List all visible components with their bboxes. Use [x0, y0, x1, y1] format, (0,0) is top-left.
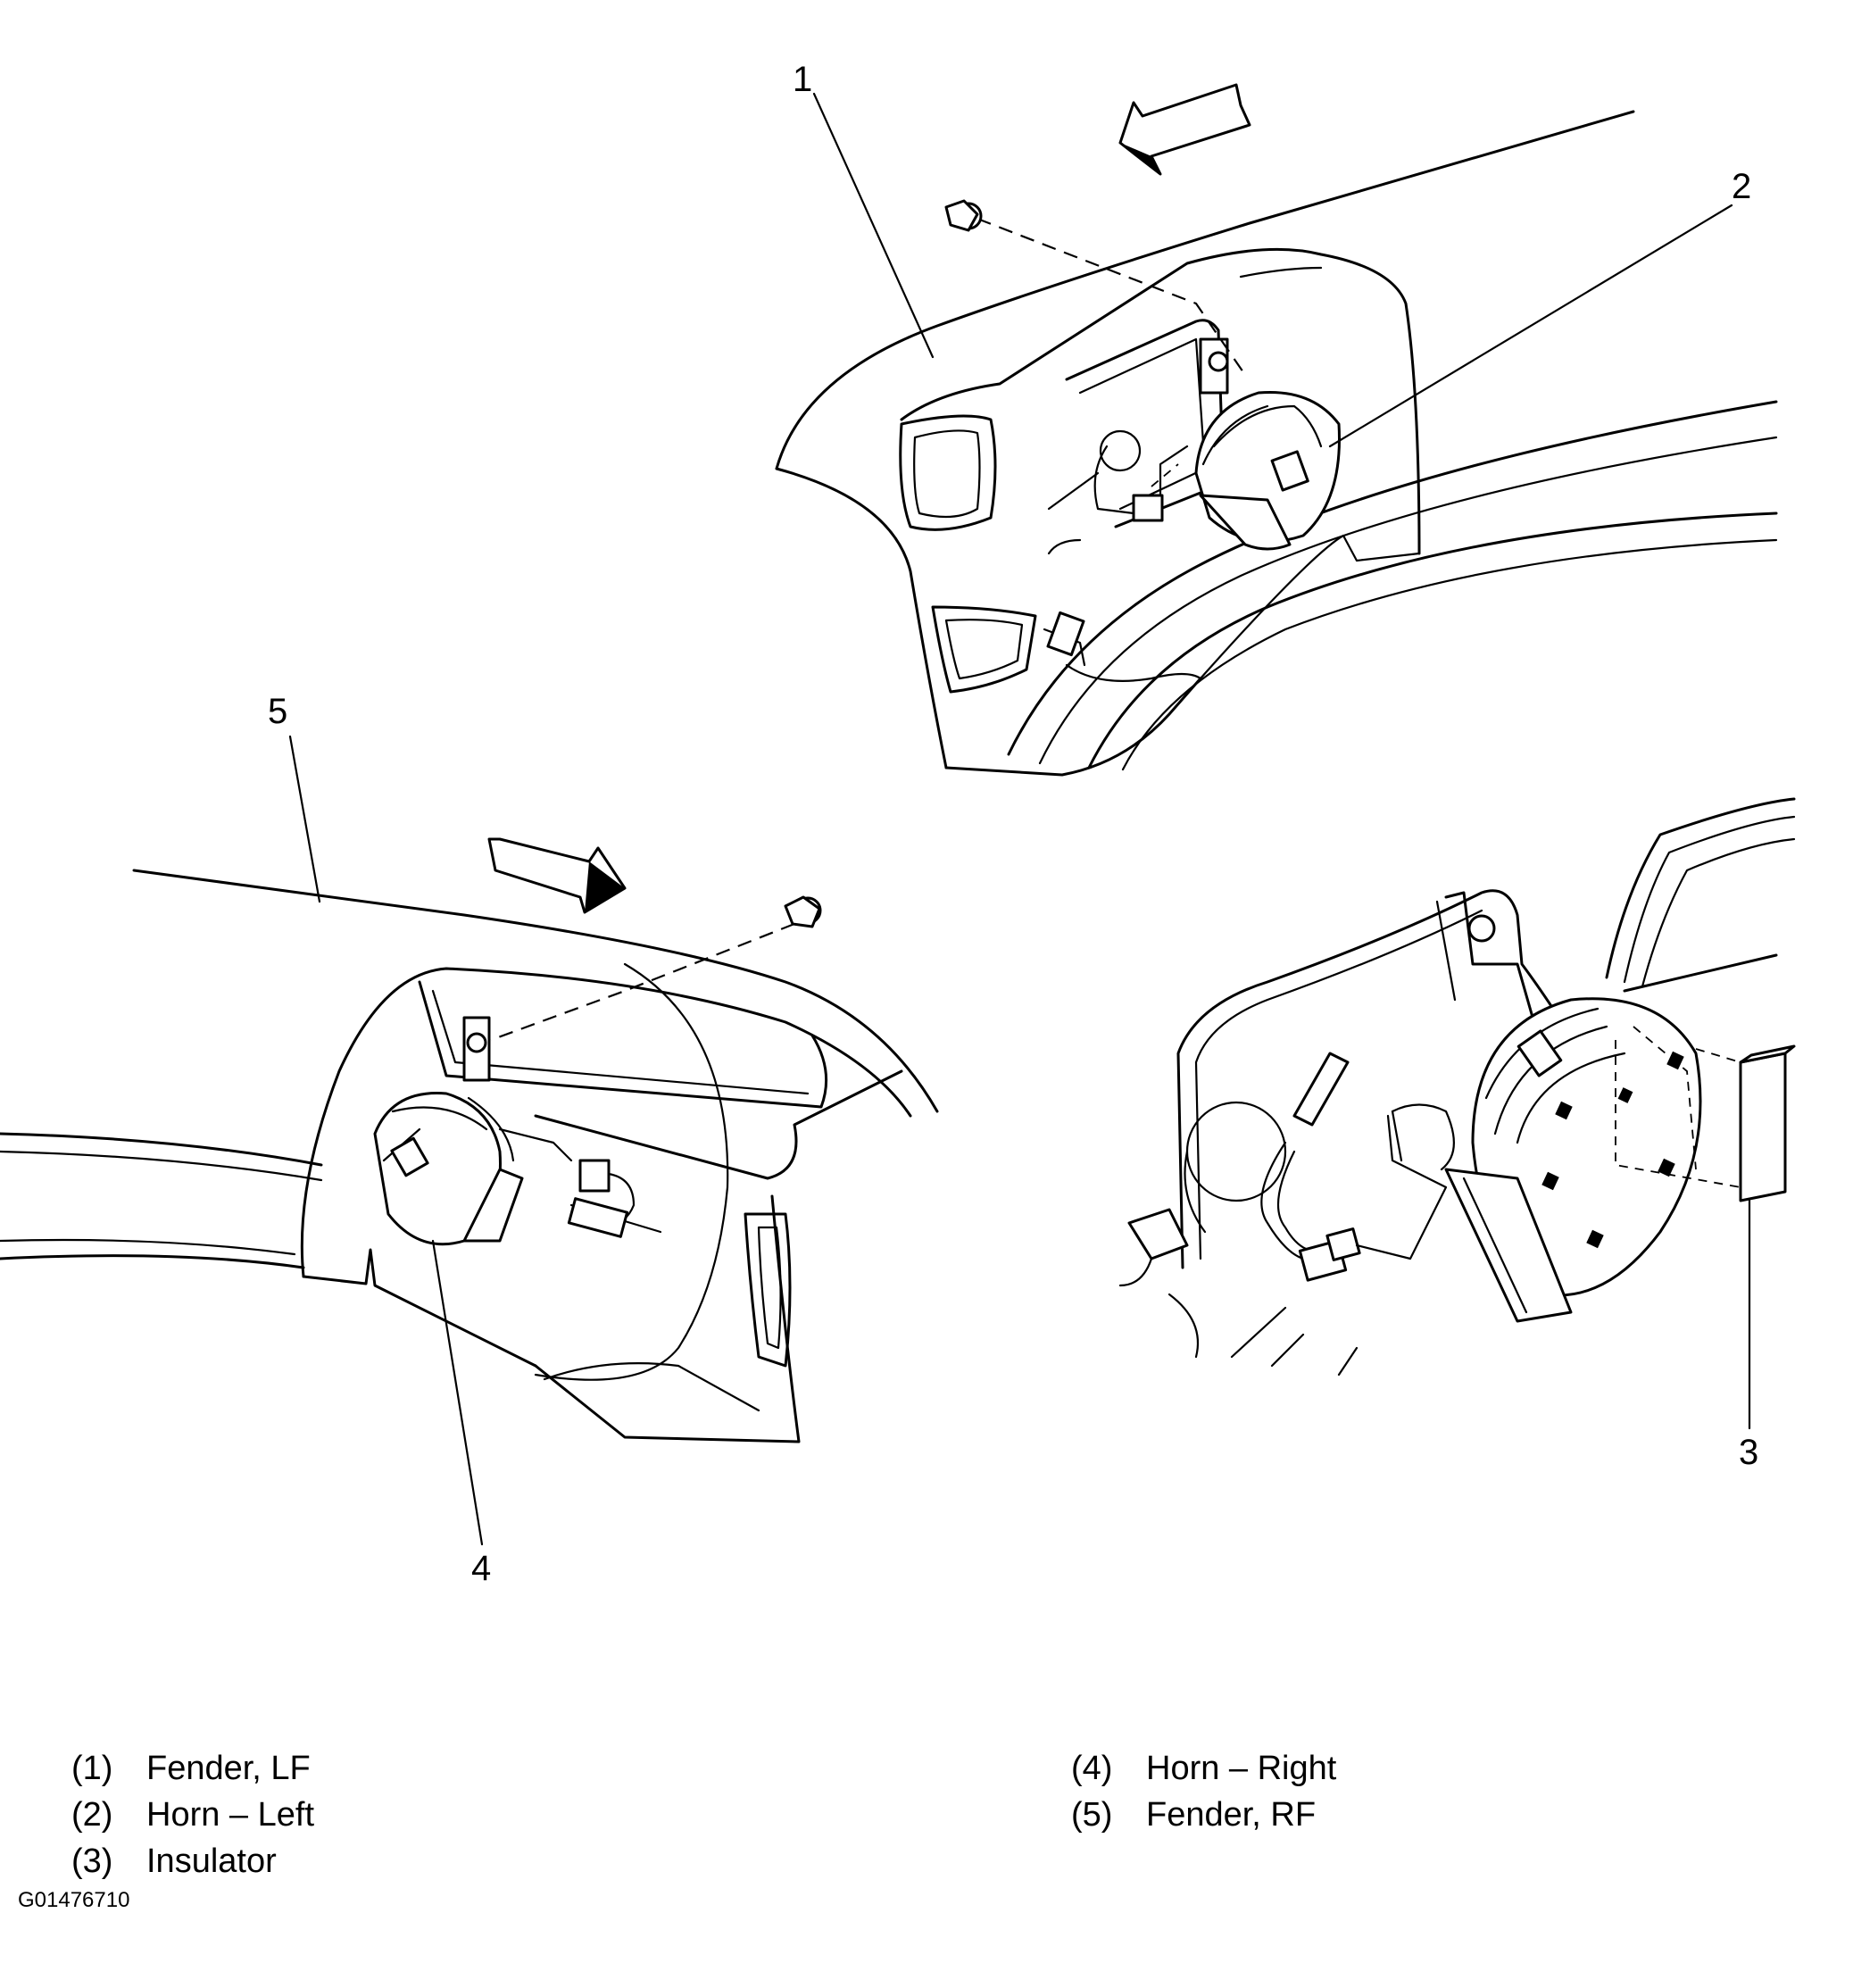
- callout-4: 4: [471, 1549, 491, 1588]
- callout-3: 3: [1739, 1433, 1758, 1472]
- callout-5: 5: [268, 692, 287, 731]
- callout-2: 2: [1732, 167, 1751, 206]
- rf-fender-view: [0, 735, 939, 1546]
- insulator-detail-view: [1118, 797, 1796, 1430]
- callout-1: 1: [793, 60, 812, 99]
- lf-fender-view: [775, 83, 1778, 777]
